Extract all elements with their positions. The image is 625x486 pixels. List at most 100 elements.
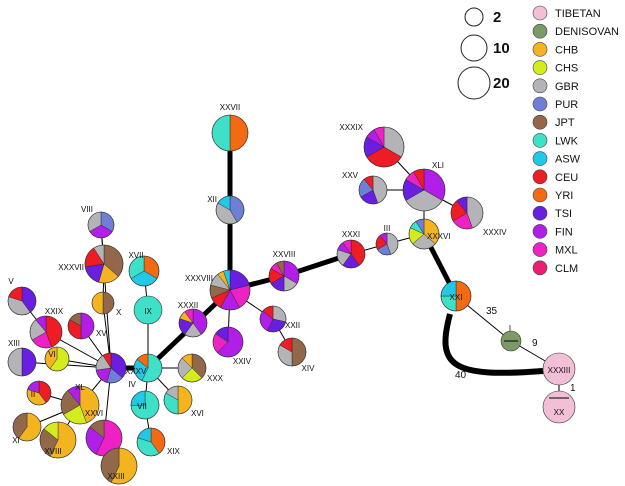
- haplotype-label: XXXIX: [339, 123, 363, 132]
- haplotype-label: XXXIII: [548, 366, 571, 375]
- pie-slice-tibetan: [542, 352, 576, 386]
- haplotype-node-xxxv: XXXV: [95, 352, 147, 384]
- haplotype-node-xvi: XVI: [163, 385, 204, 418]
- haplotype-node-ix: IX: [133, 295, 163, 325]
- haplotype-label: XXVI: [85, 409, 103, 418]
- pie-outline: [26, 380, 52, 406]
- legend-item-pur: PUR: [532, 96, 578, 112]
- haplotype-node-ii: II: [26, 380, 52, 406]
- haplotype-label: XXI: [450, 293, 463, 302]
- haplotype-label: XIII: [8, 339, 20, 348]
- legend-item-gbr: GBR: [532, 78, 579, 94]
- pie-outline: [163, 385, 193, 415]
- haplotype-label: III: [384, 224, 391, 233]
- pie-outline: [100, 447, 138, 485]
- haplotype-label: XXVII: [220, 103, 240, 112]
- legend-label: PUR: [555, 99, 578, 111]
- haplotype-label: VIII: [81, 205, 93, 214]
- pie-outline: [375, 232, 399, 256]
- pie-outline: [363, 126, 405, 168]
- pie-outline: [177, 353, 207, 383]
- size-legend-circle: [457, 66, 491, 100]
- haplotype-label: XX: [554, 408, 565, 417]
- haplotype-label: XVIII: [44, 447, 61, 456]
- edge-step-label: 1: [570, 383, 576, 394]
- haplotype-node-xiii: XIII: [7, 339, 37, 377]
- haplotype-label: XXXV: [125, 367, 147, 376]
- legend-swatch: [532, 205, 548, 221]
- legend-label: FIN: [555, 226, 573, 238]
- haplotype-label: XXXIV: [483, 228, 507, 237]
- legend-item-denisovan: DENISOVAN: [532, 23, 619, 39]
- size-legend-circle: [464, 7, 484, 27]
- legend-label: YRI: [555, 190, 573, 202]
- haplotype-node-xi: XI: [12, 412, 42, 445]
- haplotype-node-xxxvii: XXXVII: [58, 244, 124, 284]
- pie-slice-yri: [229, 114, 249, 152]
- legend-swatch: [532, 224, 548, 239]
- pie-outline: [29, 315, 63, 349]
- legend-swatch: [532, 260, 548, 276]
- haplotype-label: XXXVIII: [185, 274, 213, 283]
- haplotype-label: I: [509, 324, 511, 333]
- pie-outline: [358, 175, 388, 205]
- pie-slice-gbr: [7, 347, 23, 377]
- pie-slice-lwk: [211, 114, 231, 152]
- legend-item-asw: ASW: [532, 151, 581, 166]
- haplotype-node-xxxix: XXXIX: [339, 123, 405, 168]
- legend-swatch: [532, 96, 548, 112]
- haplotype-node-xxxiii: XXXIII: [542, 352, 576, 386]
- haplotype-label: XXV: [342, 171, 359, 180]
- legend-label: CHS: [555, 63, 578, 75]
- legend-label: MXL: [555, 245, 578, 257]
- haplotype-label: VI: [48, 350, 56, 359]
- legend-item-chb: CHB: [532, 42, 578, 57]
- haplotype-label: XXXI: [342, 230, 360, 239]
- haplotype-label: XII: [207, 195, 217, 204]
- legend-swatch: [532, 169, 548, 185]
- haplotype-node-x: X: [91, 291, 122, 317]
- edge-step-label: 9: [532, 338, 538, 349]
- pie-outline: [133, 353, 163, 383]
- legend-item-ceu: CEU: [532, 169, 578, 185]
- pie-outline: [84, 244, 124, 284]
- edge-step-label: 40: [455, 370, 467, 381]
- legend-label: JPT: [555, 117, 575, 129]
- haplotype-label: XXXVI: [427, 232, 451, 241]
- pie-outline: [95, 352, 127, 384]
- legend-item-tibetan: TIBETAN: [532, 5, 601, 21]
- haplotype-label: XXIX: [45, 307, 64, 316]
- legend-label: CEU: [555, 172, 578, 184]
- pie-slice-jpt: [102, 291, 115, 315]
- haplotype-label: XL: [75, 383, 85, 392]
- legend-swatch: [532, 78, 548, 94]
- haplotype-node-xxi: XXI: [440, 280, 472, 312]
- haplotype-label: V: [8, 277, 14, 286]
- haplotype-label: XXX: [207, 374, 224, 383]
- haplotype-label: IX: [144, 307, 152, 316]
- legend-label: DENISOVAN: [555, 26, 619, 38]
- pie-outline: [212, 326, 244, 358]
- legend-item-mxl: MXL: [532, 242, 578, 257]
- haplotype-label: II: [31, 390, 35, 399]
- haplotype-node-xxxvi: XXXVI: [408, 218, 451, 250]
- size-legend-item: 2: [464, 7, 501, 27]
- pie-outline: [7, 286, 37, 316]
- haplotype-label: XVI: [191, 409, 204, 418]
- haplotype-label: XIX: [167, 447, 181, 456]
- pie-outline: [91, 291, 115, 315]
- legend-swatch: [532, 60, 548, 75]
- pie-outline: [408, 218, 440, 250]
- haplotype-node-xvii: XVII: [128, 251, 160, 287]
- haplotype-node-xii: XII: [207, 195, 245, 225]
- edge-xxi-xxxiii: [442, 313, 544, 376]
- pie-outline: [7, 347, 37, 377]
- haplotype-label: XV: [96, 329, 107, 338]
- legend-label: TIBETAN: [555, 8, 601, 20]
- pie-slice-jpt: [291, 337, 307, 367]
- size-legend-label: 20: [493, 75, 510, 92]
- legend-label: TSI: [555, 208, 572, 220]
